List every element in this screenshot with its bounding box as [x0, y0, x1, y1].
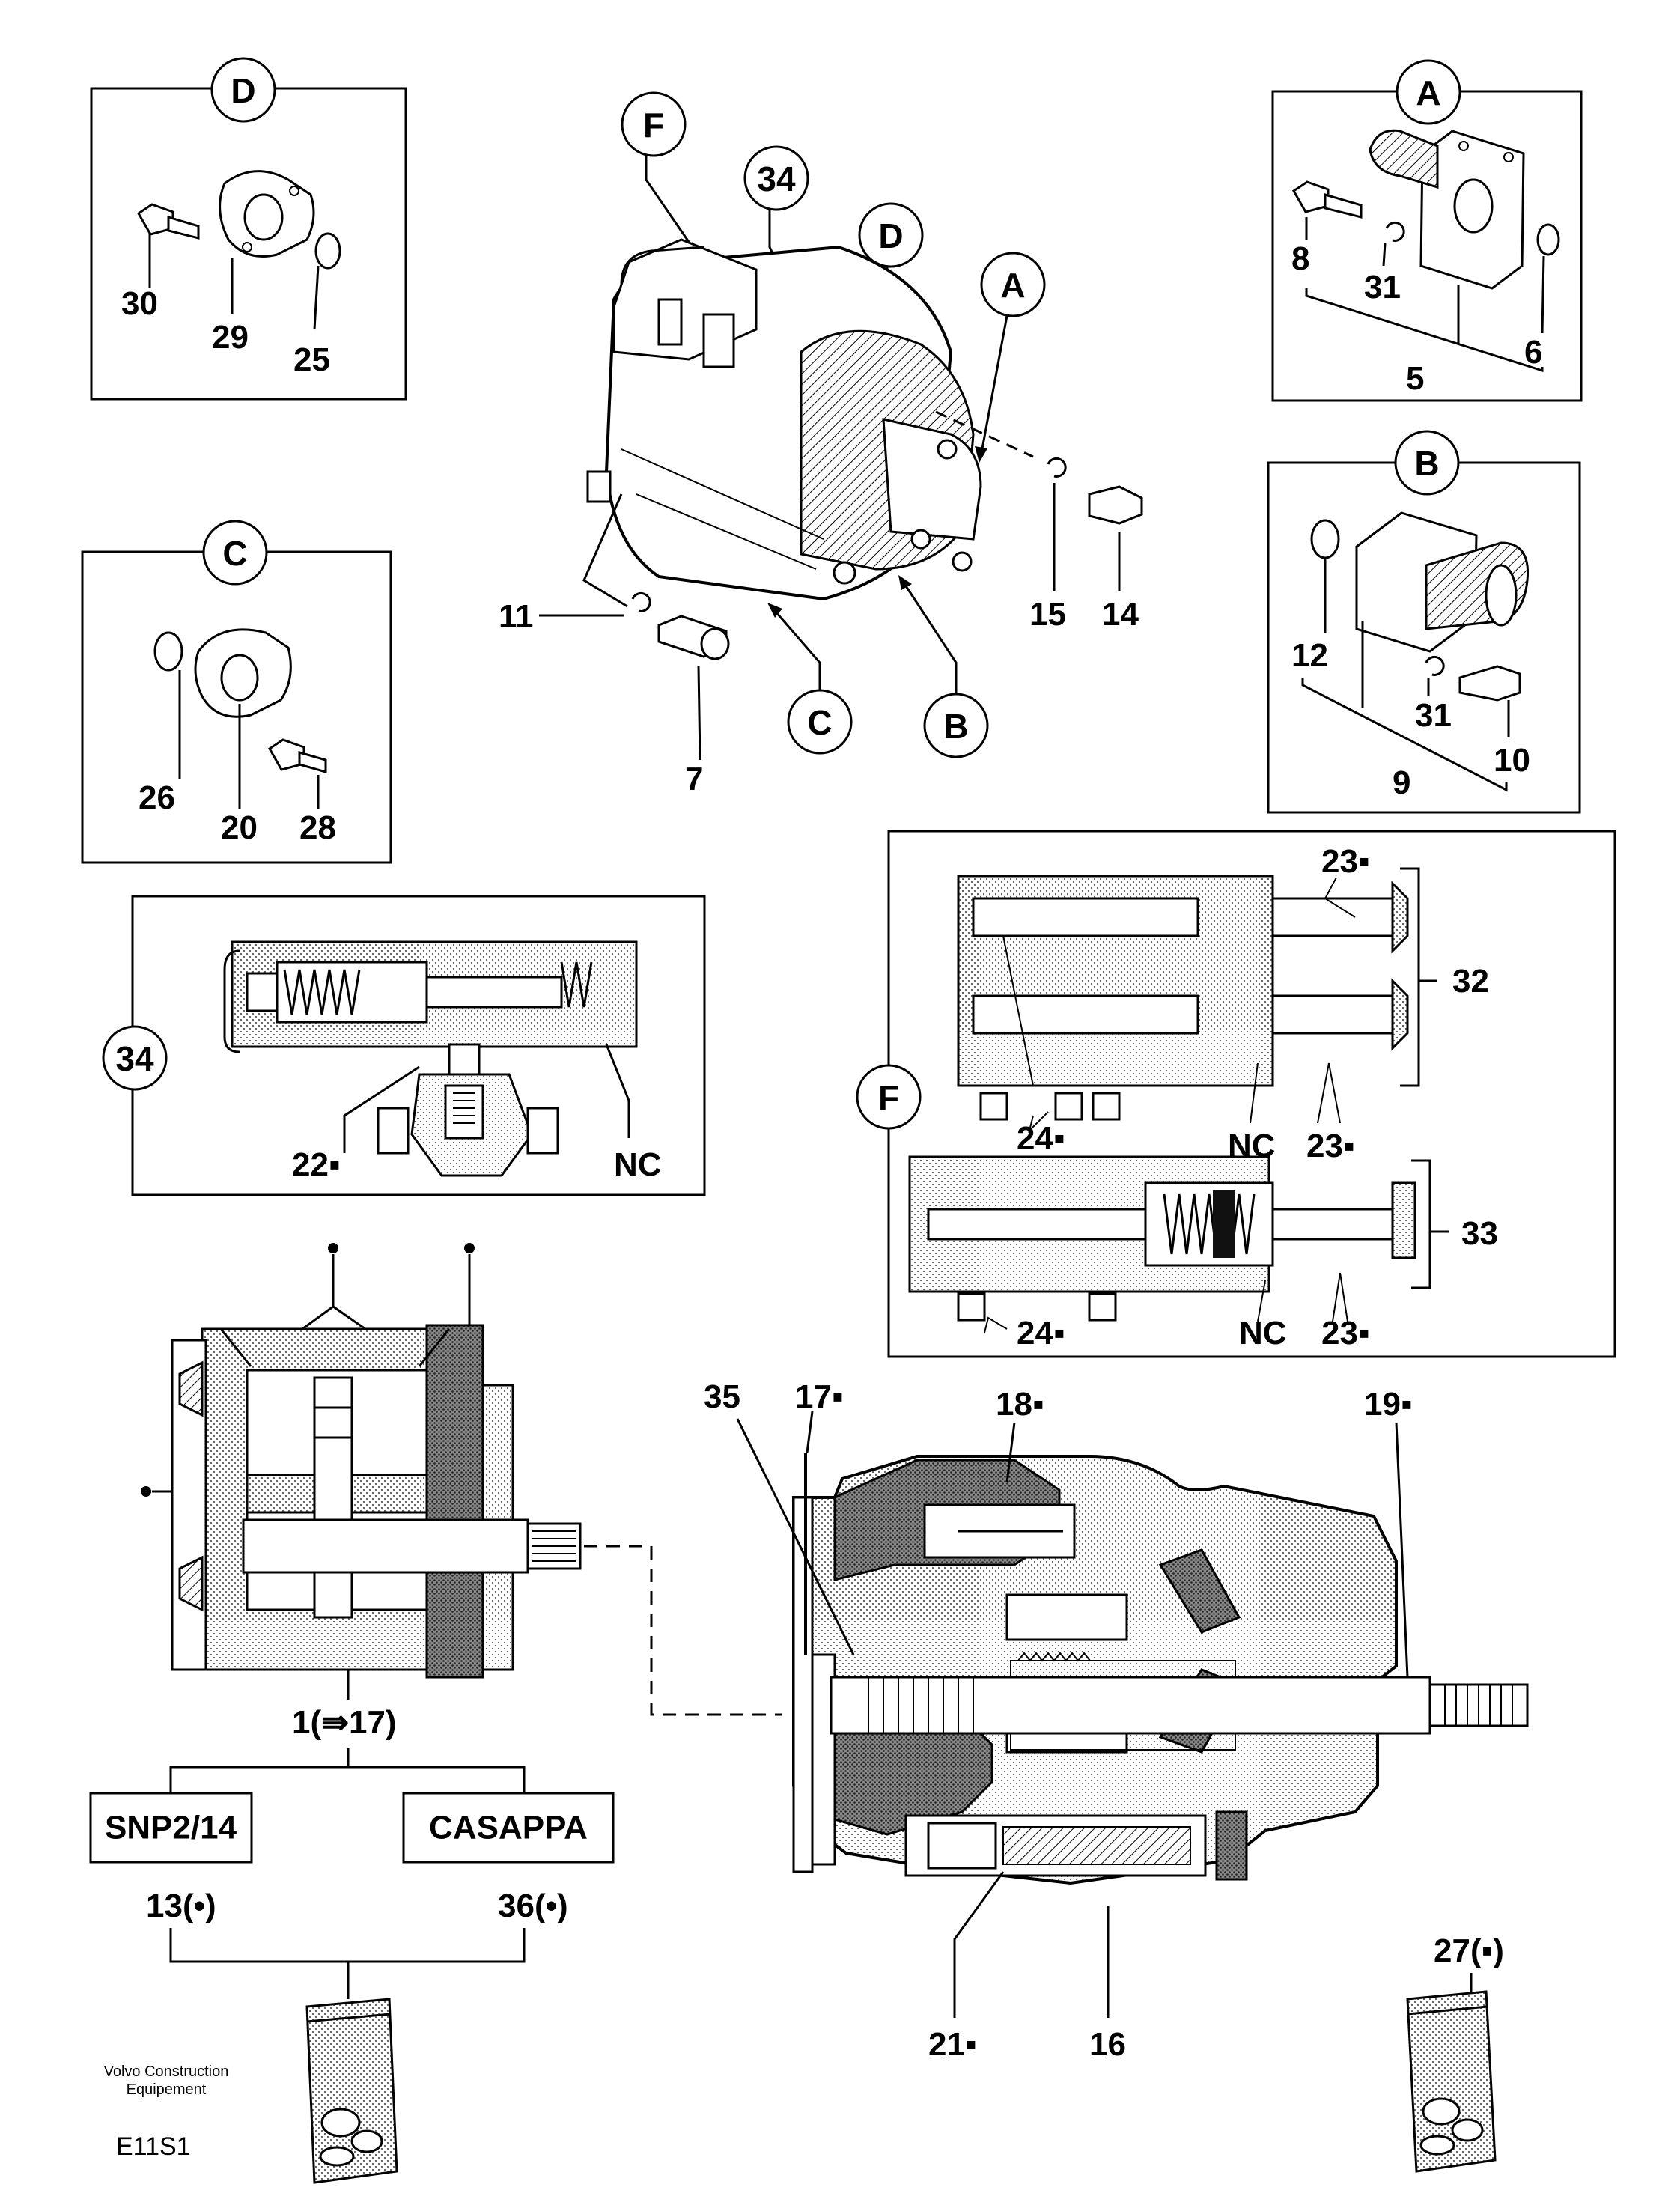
- pump-assembly-drawing: F 34 D A C B: [499, 91, 1143, 797]
- company-line2: Equipement: [127, 2081, 207, 2098]
- label-7: 7: [685, 761, 703, 797]
- label-24-lower: 24▪: [1017, 1315, 1065, 1351]
- label-22: 22▪: [292, 1146, 341, 1183]
- label-36: 36(•): [498, 1888, 568, 1924]
- label-17: 17▪: [795, 1378, 844, 1415]
- frame-34: 34 22▪ NC: [102, 895, 706, 1196]
- label-10: 10: [1494, 742, 1530, 779]
- callout-c: C: [807, 703, 832, 742]
- o-ring-icon: [314, 232, 341, 270]
- casappa-box-label: CASAPPA: [429, 1810, 588, 1846]
- bolt-icon: [1292, 180, 1363, 219]
- label-21: 21▪: [928, 2026, 977, 2063]
- label-8: 8: [1291, 240, 1309, 277]
- label-16: 16: [1089, 2026, 1126, 2063]
- footer: Volvo Construction Equipement E11S1: [104, 2064, 229, 2161]
- label-19: 19▪: [1364, 1386, 1413, 1423]
- label-30: 30: [121, 285, 158, 322]
- o-ring-icon: [1536, 223, 1560, 256]
- gear-pump-section: 1(⇛17) SNP2/14 CASAPPA 13(•) 36(•): [89, 1243, 782, 2184]
- piston-pump-section: 35 17▪ 18▪ 19▪ 21▪ 16 27(▪): [704, 1378, 1529, 2173]
- label-27: 27(▪): [1434, 1932, 1504, 1969]
- frame-c-letter: C: [222, 534, 247, 573]
- bolt-icon: [137, 203, 200, 240]
- valve-33-drawing: [908, 1155, 1416, 1322]
- callout-34: 34: [757, 159, 796, 198]
- label-18: 18▪: [996, 1386, 1044, 1423]
- lock-washer-icon: [631, 591, 651, 612]
- callout-a: A: [1000, 266, 1025, 305]
- o-ring-icon: [1310, 519, 1340, 559]
- frame-d: D 30 29 25: [90, 57, 407, 401]
- frame-a-letter: A: [1416, 73, 1440, 112]
- valve-32-drawing: [957, 875, 1409, 1121]
- label-29: 29: [212, 319, 249, 356]
- label-15: 15: [1029, 596, 1066, 633]
- label-31: 31: [1415, 697, 1452, 734]
- label-31: 31: [1364, 269, 1401, 305]
- callout-b: B: [943, 707, 968, 746]
- label-6: 6: [1524, 334, 1542, 371]
- label-28: 28: [299, 809, 336, 846]
- frame-b-letter: B: [1414, 444, 1439, 483]
- snp-box-label: SNP2/14: [105, 1810, 237, 1846]
- label-11: 11: [499, 598, 534, 635]
- label-26: 26: [139, 779, 175, 816]
- seal-kit-bag-icon: [305, 1998, 398, 2184]
- label-23-mid: 23▪: [1306, 1128, 1355, 1164]
- bolt-icon: [657, 615, 730, 660]
- lock-washer-icon: [1385, 221, 1405, 242]
- flange-adapter-icon: [1369, 129, 1525, 290]
- frame-f: F: [856, 830, 1616, 1358]
- label-33: 33: [1461, 1215, 1498, 1252]
- frame-34-letter: 34: [115, 1039, 154, 1078]
- frame-c: C 26 20 28: [81, 520, 392, 864]
- label-32: 32: [1452, 963, 1489, 1000]
- bolt-icon: [1088, 485, 1143, 525]
- callout-f: F: [643, 106, 664, 145]
- lock-washer-icon: [1425, 655, 1445, 676]
- label-23-top: 23▪: [1321, 843, 1370, 880]
- label-12: 12: [1291, 637, 1328, 674]
- frame-d-letter: D: [231, 71, 255, 110]
- split-flange-icon: [219, 170, 315, 258]
- drawing-code: E11S1: [116, 2132, 191, 2161]
- bolt-icon: [1458, 665, 1521, 702]
- flange-adapter-icon: [1355, 511, 1530, 653]
- frame-f-letter: F: [878, 1078, 899, 1117]
- label-23-bottom: 23▪: [1321, 1315, 1370, 1351]
- label-nc-lower: NC: [1239, 1315, 1287, 1351]
- label-14: 14: [1102, 596, 1139, 633]
- frame-a: A 8 31 5 6: [1271, 59, 1583, 402]
- valve-section-drawing: [223, 940, 638, 1177]
- company-line1: Volvo Construction: [104, 2064, 229, 2080]
- label-13: 13(•): [146, 1888, 216, 1924]
- bolt-icon: [268, 738, 327, 773]
- label-nc: NC: [614, 1146, 662, 1183]
- gear-pump-label: 1(⇛17): [292, 1704, 397, 1741]
- label-24-upper: 24▪: [1017, 1120, 1065, 1157]
- lock-washer-icon: [1047, 457, 1067, 478]
- label-35: 35: [704, 1378, 740, 1415]
- o-ring-icon: [153, 631, 183, 672]
- label-20: 20: [221, 809, 258, 846]
- label-nc-upper: NC: [1228, 1128, 1276, 1164]
- seal-kit-bag-icon: [1406, 1990, 1497, 2173]
- frame-b: B 12 31 9 10: [1267, 430, 1581, 814]
- label-5: 5: [1406, 360, 1424, 397]
- callout-d: D: [878, 216, 903, 255]
- split-flange-icon: [194, 628, 292, 718]
- label-25: 25: [293, 341, 330, 378]
- label-9: 9: [1393, 764, 1410, 801]
